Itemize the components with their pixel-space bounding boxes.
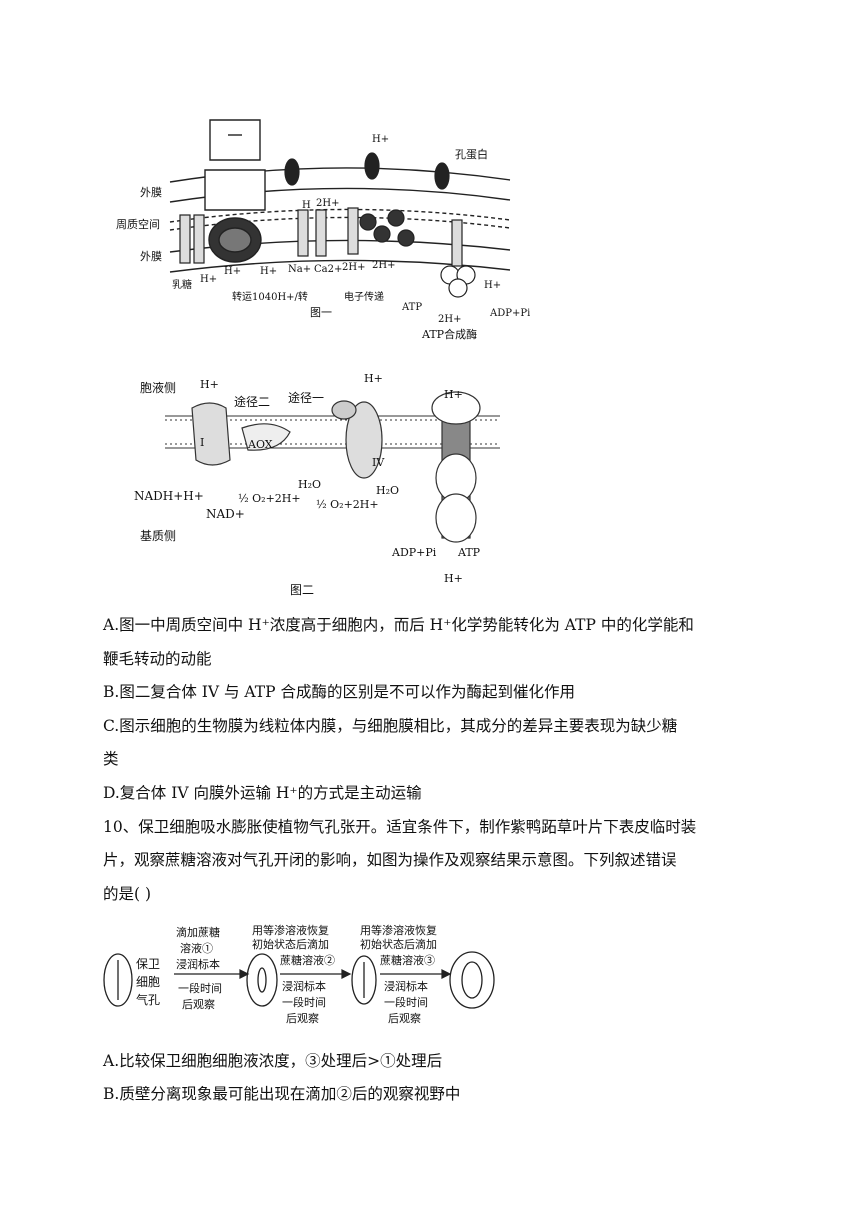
na-label: Na+ <box>288 264 311 275</box>
q10-stem-line2: 片，观察蔗糖溶液对气孔开闭的影响，如图为操作及观察结果示意图。下列叙述错误 <box>103 851 677 869</box>
q10-stem-line3: 的是( ) <box>103 885 152 903</box>
step3-line1: 用等渗溶液恢复 <box>360 923 437 937</box>
h-right-bottom-label: H+ <box>444 572 463 585</box>
h-below-2-label: H+ <box>260 266 277 277</box>
flagellar-motor <box>204 119 266 263</box>
h-sugar-label: H+ <box>200 274 217 285</box>
two-h-b-label: 2H+ <box>342 262 365 273</box>
step1-line5: 后观察 <box>182 997 215 1011</box>
sugar-label: 乳糖 <box>172 278 192 291</box>
atp-label: ATP <box>401 302 422 313</box>
step3-line4: 浸润标本 <box>384 979 428 993</box>
inner-membrane-label: 外膜 <box>140 250 162 263</box>
guard-cell-label-2: 细胞 <box>136 975 160 989</box>
figure-3-guard-cells: 保卫 细胞 气孔 滴加蔗糖 溶液① 浸润标本 一段时间 后观察 用等渗溶液恢复 … <box>103 923 495 1025</box>
h-mid-label: H+ <box>364 372 383 385</box>
guard-cell-label-3: 气孔 <box>136 992 160 1007</box>
atp-label: ATP <box>457 546 481 559</box>
step2-line2: 初始状态后滴加 <box>252 937 329 951</box>
complex-1-label: I <box>200 436 204 449</box>
step1-line1: 滴加蔗糖 <box>176 925 220 939</box>
o2-a-label: ½ O₂+2H+ <box>238 492 301 505</box>
membrane-proteins <box>179 152 476 298</box>
h-top-label: H+ <box>372 134 389 145</box>
q9-option-d: D.复合体 IV 向膜外运输 H⁺的方式是主动运输 <box>103 784 422 802</box>
h-right-label: H+ <box>484 280 501 291</box>
step3-line3: 蔗糖溶液③ <box>380 953 435 967</box>
step2-line5: 一段时间 <box>282 995 326 1009</box>
complexes <box>191 391 481 543</box>
guard-cell-3 <box>351 955 377 1005</box>
figure-1-bacterial-membrane: 外膜 周质空间 外膜 孔蛋白 H+ H 2H+ H+ H+ Na+ Ca2+ 2… <box>116 119 530 341</box>
q10-stem-line1: 10、保卫细胞吸水膨胀使植物气孔张开。适宜条件下，制作紫鸭跖草叶片下表皮临时装 <box>103 818 697 836</box>
h2o-a-label: H₂O <box>298 478 321 491</box>
adp-label: ADP+Pi <box>489 308 530 319</box>
o2-b-label: ½ O₂+2H+ <box>316 498 379 511</box>
process-arrows <box>174 969 452 979</box>
figure-2-caption: 图二 <box>290 583 314 597</box>
q10-option-a: A.比较保卫细胞细胞液浓度，③处理后>①处理后 <box>103 1052 443 1070</box>
cytosol-side-label: 胞液侧 <box>140 380 176 395</box>
step3-line2: 初始状态后滴加 <box>360 937 437 951</box>
h-right-top-label: H+ <box>444 388 463 401</box>
q9-option-c-line2: 类 <box>103 750 119 768</box>
complex-4-label: IV <box>372 456 385 469</box>
q10-option-b: B.质壁分离现象最可能出现在滴加②后的观察视野中 <box>103 1085 461 1103</box>
figure-1-caption: 图一 <box>310 306 332 319</box>
periplasm-label: 周质空间 <box>116 217 160 231</box>
step1-line4: 一段时间 <box>178 981 222 995</box>
step2-line6: 后观察 <box>286 1011 319 1025</box>
porin-label: 孔蛋白 <box>455 147 488 161</box>
step2-line4: 浸润标本 <box>282 979 326 993</box>
two-h-a-label: 2H+ <box>316 198 339 209</box>
step1-line3: 浸润标本 <box>176 957 220 971</box>
nadh-label: NADH+H+ <box>134 489 204 503</box>
guard-cell-1 <box>103 953 133 1007</box>
q9-option-a-line2: 鞭毛转动的动能 <box>103 650 212 668</box>
nad-label: NAD+ <box>206 507 245 521</box>
h-below-1-label: H+ <box>224 266 241 277</box>
step3-line6: 后观察 <box>388 1011 421 1025</box>
figure-2-mitochondrial-membrane: 胞液侧 基质侧 H+ H+ H+ H+ 途径二 途径一 I AOX IV NAD… <box>134 372 500 597</box>
q9-option-c-line1: C.图示细胞的生物膜为线粒体内膜，与细胞膜相比，其成分的差异主要表现为缺少糖 <box>103 717 678 735</box>
guard-cell-4 <box>449 951 495 1009</box>
pathway-1-label: 途径一 <box>288 390 324 405</box>
adp-label: ADP+Pi <box>391 546 437 559</box>
h2o-b-label: H₂O <box>376 484 399 497</box>
h-mid-label: H <box>302 200 311 211</box>
step2-line3: 蔗糖溶液② <box>280 953 335 967</box>
electron-transfer-label: 电子传递 <box>344 290 384 303</box>
h-left-label: H+ <box>200 378 219 391</box>
two-h-d-label: 2H+ <box>438 314 461 325</box>
two-h-c-label: 2H+ <box>372 260 395 271</box>
atp-synthase-label: ATP合成酶 <box>421 327 477 341</box>
q9-option-b: B.图二复合体 IV 与 ATP 合成酶的区别是不可以作为酶起到催化作用 <box>103 683 575 701</box>
guard-cell-2 <box>246 953 278 1007</box>
pathway-2-label: 途径二 <box>234 394 270 409</box>
matrix-side-label: 基质侧 <box>140 529 176 543</box>
guard-cell-label-1: 保卫 <box>136 957 160 971</box>
ca-label: Ca2+ <box>314 264 342 275</box>
step1-line2: 溶液① <box>180 941 213 955</box>
outer-membrane-label: 外膜 <box>140 186 162 199</box>
q9-option-a-line1: A.图一中周质空间中 H⁺浓度高于细胞内，而后 H⁺化学势能转化为 ATP 中的… <box>103 616 694 634</box>
flagellum-transport-label: 转运1040H+/转 <box>232 290 308 303</box>
step2-line1: 用等渗溶液恢复 <box>252 923 329 937</box>
step3-line5: 一段时间 <box>384 995 428 1009</box>
aox-label: AOX <box>247 438 273 451</box>
